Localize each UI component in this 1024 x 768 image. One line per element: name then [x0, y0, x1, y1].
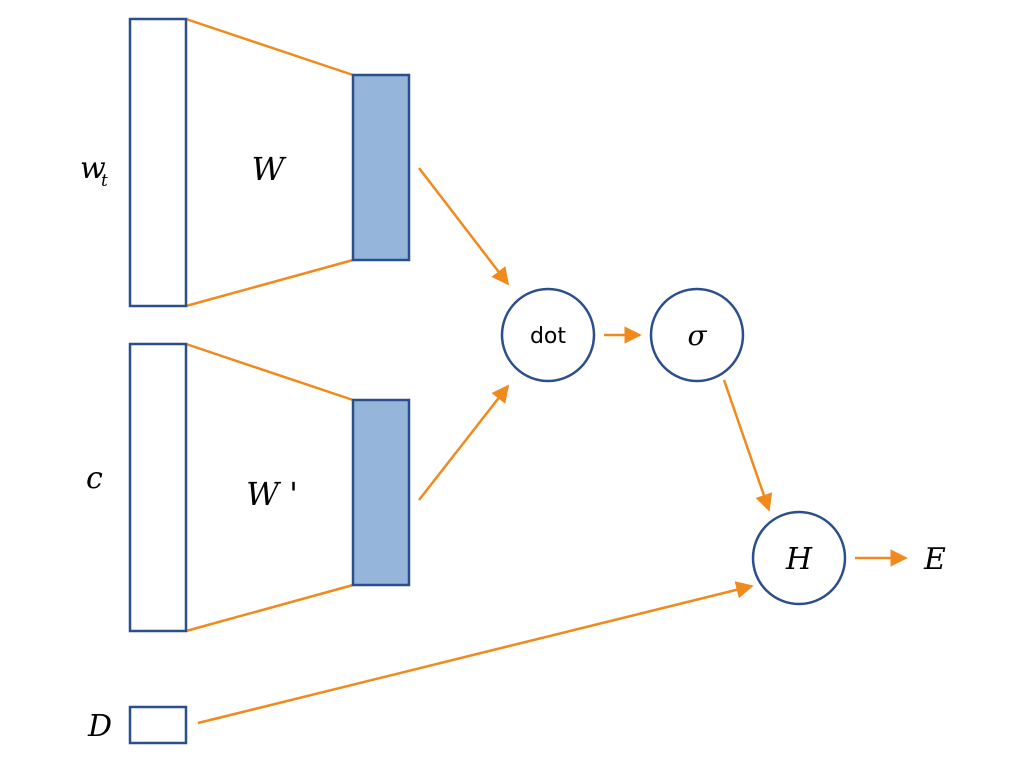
- dot-node-label: dot: [530, 324, 566, 349]
- c-input-vector: [128, 342, 188, 633]
- c-projection-top-edge: [185, 342, 354, 402]
- wt-label: w: [80, 151, 106, 186]
- arrow-d-to-h: [197, 581, 754, 725]
- h-node: [751, 510, 847, 606]
- w-matrix-label: W: [252, 150, 288, 188]
- c-embedding-vector: [351, 398, 411, 587]
- arrow-c-to-dot: [418, 384, 510, 501]
- wt-embedding-vector: [351, 73, 411, 262]
- wt-projection-top-edge: [185, 17, 354, 77]
- sigma-node-label: σ: [687, 319, 707, 352]
- d-input-vector: [128, 705, 188, 745]
- wt-subscript: t: [101, 171, 108, 191]
- c-projection-bottom-edge: [185, 583, 354, 633]
- sigma-node: [649, 287, 745, 383]
- d-label: D: [87, 709, 112, 744]
- e-output-label: E: [923, 542, 946, 577]
- h-node-label: H: [785, 542, 813, 577]
- arrow-sigma-to-h: [722, 379, 773, 512]
- arrow-wt-to-dot: [418, 167, 510, 286]
- w-prime-matrix-label: W ': [246, 475, 298, 513]
- dot-node: [500, 287, 596, 383]
- wt-projection-bottom-edge: [185, 258, 354, 308]
- wt-input-vector: [128, 17, 188, 308]
- c-label: c: [86, 461, 103, 496]
